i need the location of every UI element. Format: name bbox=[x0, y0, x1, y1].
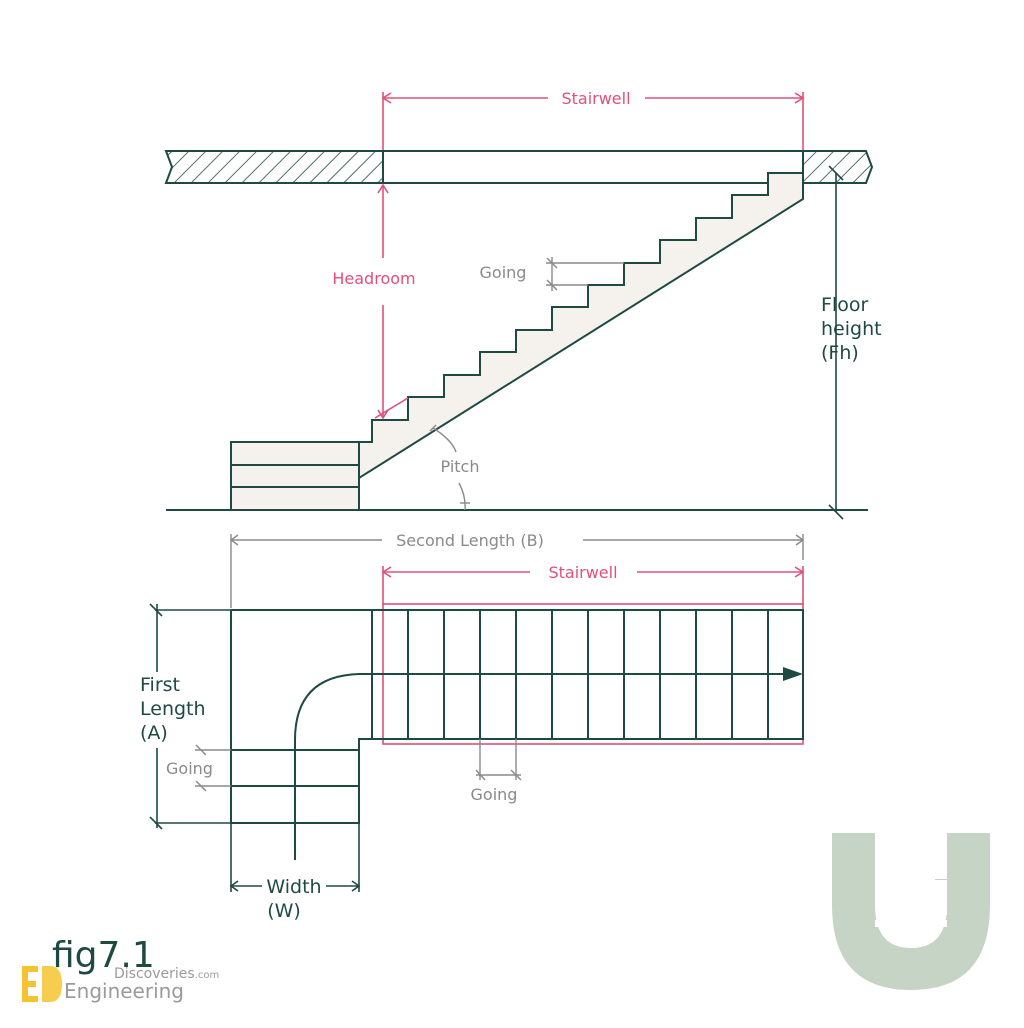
floor-height-label-2: height bbox=[821, 318, 882, 340]
headroom-label: Headroom bbox=[332, 269, 415, 288]
figure-caption: fig7.1 bbox=[52, 935, 155, 976]
going-label-plan-bottom: Going bbox=[471, 785, 518, 804]
floor-height-label-3: (Fh) bbox=[821, 342, 859, 364]
width-label-1: Width bbox=[266, 876, 321, 898]
headroom-dimension bbox=[374, 183, 409, 420]
second-length-dimension bbox=[229, 534, 805, 608]
first-length-label-3: (A) bbox=[140, 722, 168, 744]
pitch-arc bbox=[429, 424, 470, 511]
first-length-label-bg bbox=[135, 672, 215, 748]
brand-e-icon bbox=[22, 966, 38, 1002]
stairwell-dimension-plan bbox=[381, 566, 805, 605]
brand-logo bbox=[22, 966, 62, 1002]
brand-line2: Engineering bbox=[64, 979, 184, 1003]
brand-line1: Discoveries.com bbox=[114, 966, 219, 982]
going-label-elevation: Going bbox=[480, 263, 527, 282]
going-dimension-plan-left bbox=[195, 744, 231, 792]
pitch-label: Pitch bbox=[441, 457, 480, 476]
first-length-label-2: Length bbox=[140, 698, 206, 720]
width-dimension bbox=[229, 823, 361, 892]
first-length-label-1: First bbox=[140, 674, 180, 696]
upper-floor-slab bbox=[164, 150, 874, 184]
direction-arrow-icon bbox=[783, 667, 803, 681]
floor-height-label-1: Floor bbox=[821, 294, 868, 316]
going-dimension-plan-bottom bbox=[475, 739, 522, 781]
stairwell-label-plan: Stairwell bbox=[548, 563, 617, 582]
width-label-2: (W) bbox=[267, 900, 301, 922]
landing-steps-elevation bbox=[230, 441, 360, 511]
brand-d-icon bbox=[42, 966, 62, 1002]
stairwell-dimension-top bbox=[381, 92, 805, 150]
watermark-logo-icon bbox=[832, 833, 990, 990]
floor-height-dimension bbox=[828, 165, 844, 520]
stair-plan bbox=[230, 609, 804, 860]
stair-flight-elevation bbox=[358, 172, 804, 480]
going-dimension-elevation bbox=[546, 257, 624, 291]
going-label-plan-left: Going bbox=[166, 759, 213, 778]
stairwell-label-top: Stairwell bbox=[561, 89, 630, 108]
second-length-label: Second Length (B) bbox=[396, 531, 544, 550]
